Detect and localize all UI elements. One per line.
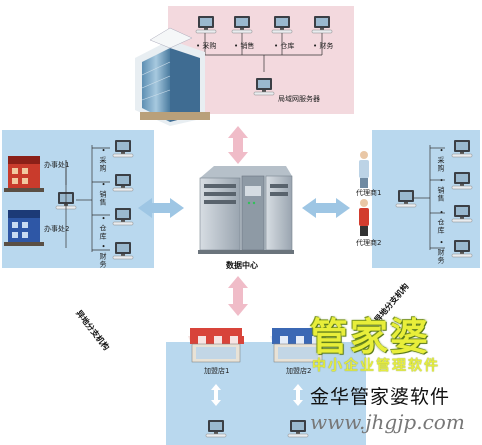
left-dept-label: • 财务 <box>99 244 107 269</box>
computer-icon <box>112 173 134 192</box>
watermark-brand: 管家婆 <box>310 314 431 359</box>
left-dept-label: • 仓库 <box>99 216 107 241</box>
arrow-left <box>138 198 184 218</box>
right-computers <box>359 139 473 258</box>
left-dept-label: • 采购 <box>99 148 107 173</box>
computer-icon <box>451 139 473 158</box>
arrow-store-1 <box>211 384 221 406</box>
watermark-company: 金华管家婆软件 <box>310 386 451 408</box>
computer-icon <box>271 15 293 34</box>
arrow-store-2 <box>293 384 303 406</box>
watermark: 管家婆 中小企业管理软件 金华管家婆软件 www.jhgjp.com <box>306 300 482 445</box>
lan-dept-label: • 财务 <box>313 42 334 50</box>
person-icon <box>359 199 369 236</box>
office-label: 办事处1 <box>44 161 70 169</box>
agent-label: 代理商2 <box>356 239 382 247</box>
computer-icon <box>395 189 417 208</box>
store-front-icon <box>270 328 326 363</box>
arrow-bottom <box>228 276 248 316</box>
computer-icon <box>451 171 473 190</box>
computer-icon <box>287 419 309 438</box>
computer-icon <box>205 419 227 438</box>
store-front-icon <box>4 156 44 192</box>
office-building-icon <box>135 27 210 126</box>
computer-icon <box>451 239 473 258</box>
left-branch-panel <box>2 130 154 268</box>
computer-icon <box>253 77 275 96</box>
computer-icon <box>231 15 253 34</box>
computer-icon <box>112 207 134 226</box>
computer-icon <box>311 15 333 34</box>
person-icon <box>359 151 369 188</box>
store-front-icon <box>188 328 244 363</box>
lan-dept-label: • 仓库 <box>274 42 295 50</box>
lan-server-label: 局域网服务器 <box>278 95 320 103</box>
right-dept-label: • 财务 <box>437 240 445 265</box>
store-label: 加盟店1 <box>204 367 230 375</box>
lan-computers <box>195 15 333 96</box>
left-dept-label: • 销售 <box>99 182 107 207</box>
computer-icon <box>112 241 134 260</box>
lan-dept-label: • 销售 <box>234 42 255 50</box>
office-label: 办事处2 <box>44 225 70 233</box>
left-computers <box>55 139 134 260</box>
store-front-icon <box>4 210 44 246</box>
computer-icon <box>112 139 134 158</box>
computer-icon <box>451 204 473 223</box>
arrow-right <box>302 198 350 218</box>
data-center-label: 数据中心 <box>226 261 258 270</box>
right-dept-label: • 采购 <box>437 148 445 173</box>
computer-icon <box>195 15 217 34</box>
lan-dept-label: • 采购 <box>196 42 217 50</box>
watermark-subtitle: 中小企业管理软件 <box>312 358 440 374</box>
watermark-url: www.jhgjp.com <box>310 410 465 434</box>
agent-label: 代理商1 <box>356 189 382 197</box>
store-label: 加盟店2 <box>286 367 312 375</box>
arrow-top <box>228 126 248 164</box>
right-dept-label: • 仓库 <box>437 210 445 235</box>
right-dept-label: • 销售 <box>437 178 445 203</box>
server-rack-icon <box>198 166 294 254</box>
